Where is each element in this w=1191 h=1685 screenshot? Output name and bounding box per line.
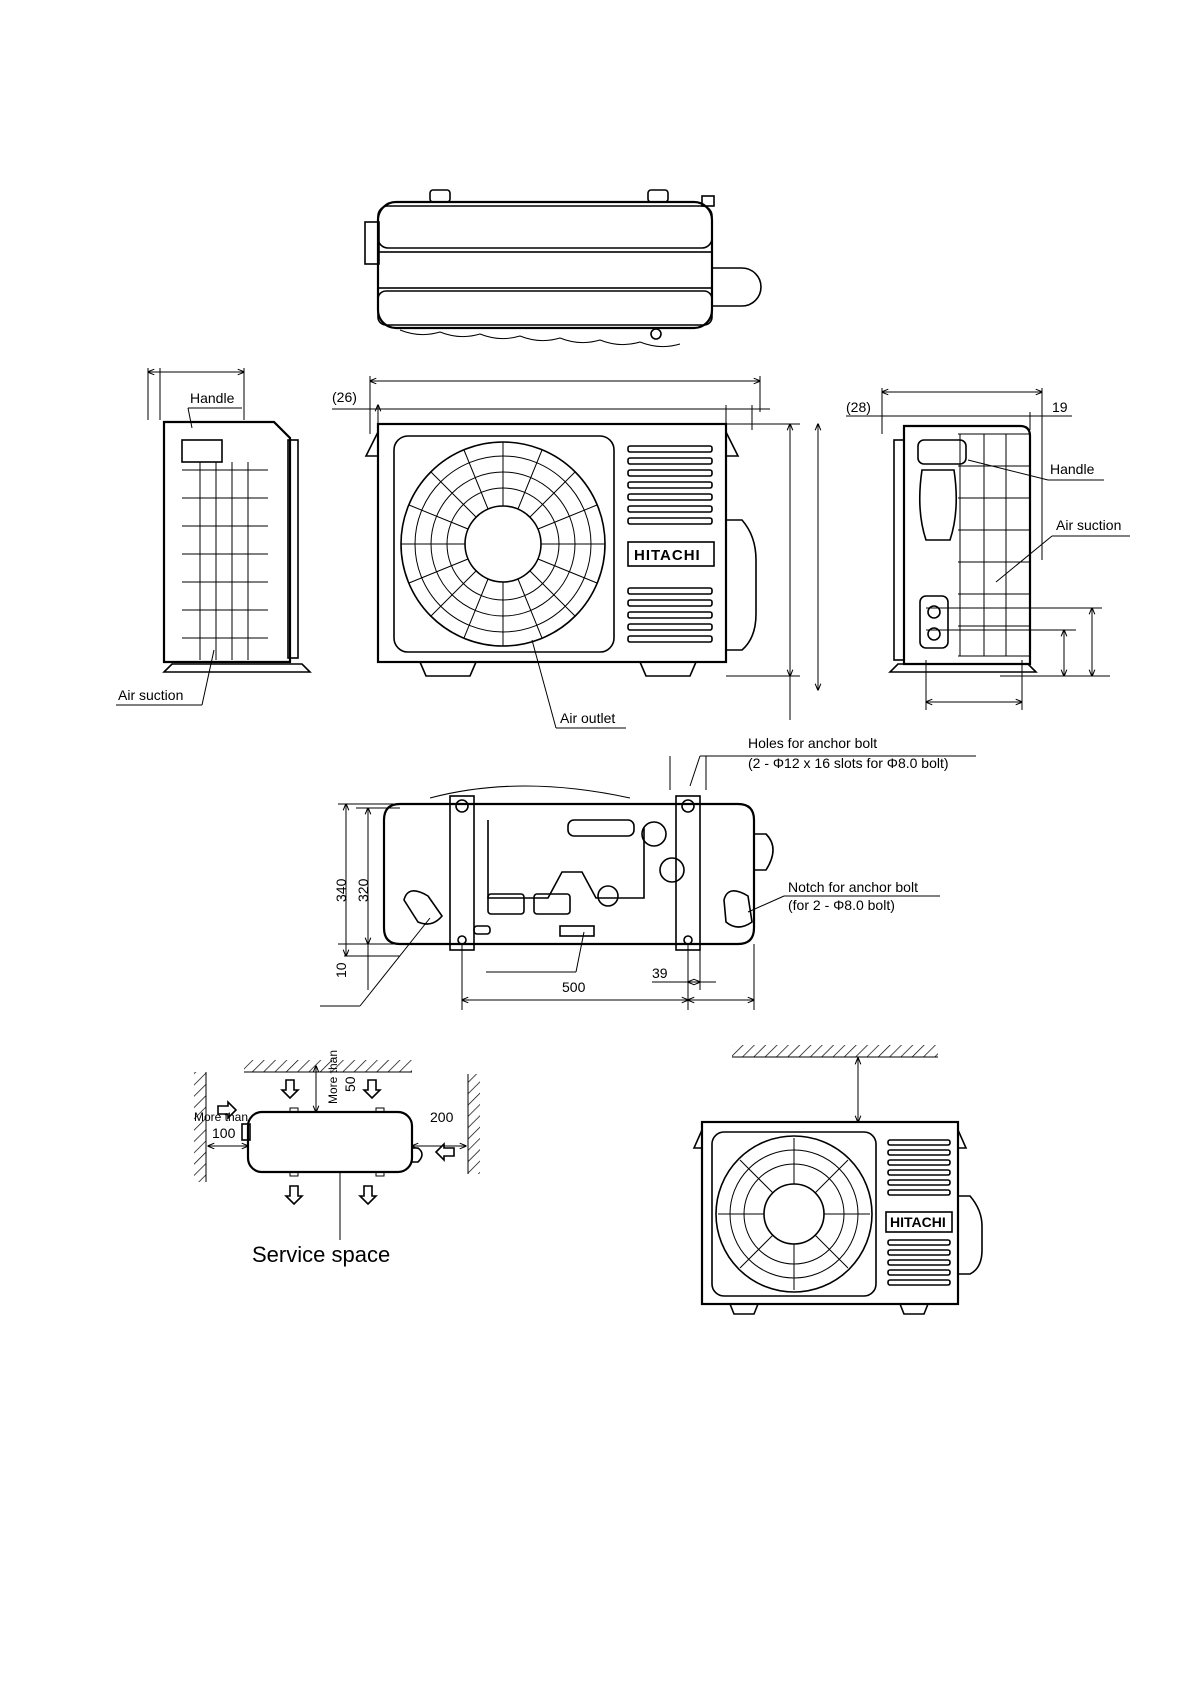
clear-right-dim: 200 <box>430 1109 454 1125</box>
air-suction-label-right: Air suction <box>1056 517 1121 533</box>
handle-label-right: Handle <box>1050 461 1095 477</box>
side-right-dim: 19 <box>1052 399 1068 415</box>
notch-detail: (for 2 - Φ8.0 bolt) <box>788 897 895 913</box>
more-than-top: More than <box>326 1050 340 1104</box>
depth-320-dim: 320 <box>355 878 371 902</box>
louvres-lower <box>628 588 712 642</box>
left-side-view: Handle Air suction <box>116 368 310 705</box>
width-500-dim: 500 <box>562 979 586 995</box>
air-suction-label-left: Air suction <box>118 687 183 703</box>
clear-top-dim: 50 <box>342 1076 358 1092</box>
more-than-left: More than <box>194 1110 248 1124</box>
front-view-clearance: HITACHI <box>694 1045 982 1314</box>
brand-logo-small: HITACHI <box>890 1214 946 1230</box>
bottom-view: Holes for anchor bolt (2 - Φ12 x 16 slot… <box>320 735 976 1010</box>
air-outlet-label: Air outlet <box>560 710 615 726</box>
louvres-upper <box>628 446 712 524</box>
service-space-plan: More than 100 More than 50 200 Service s… <box>194 1050 480 1267</box>
brand-logo-front: HITACHI <box>634 547 701 564</box>
service-space-label: Service space <box>252 1242 390 1267</box>
offset-39-dim: 39 <box>652 965 668 981</box>
front-offset-dim: (26) <box>332 389 357 405</box>
top-view <box>365 190 761 347</box>
base-10-dim: 10 <box>333 962 349 978</box>
notch-title: Notch for anchor bolt <box>788 879 918 895</box>
front-view: (26) HI <box>332 376 818 728</box>
holes-detail: (2 - Φ12 x 16 slots for Φ8.0 bolt) <box>748 755 949 771</box>
right-side-view: (28) 19 Handle Air suction <box>846 388 1130 710</box>
holes-title: Holes for anchor bolt <box>748 735 877 751</box>
clear-left-dim: 100 <box>212 1125 236 1141</box>
handle-label-left: Handle <box>190 390 235 406</box>
side-offset-dim: (28) <box>846 399 871 415</box>
depth-340-dim: 340 <box>333 878 349 902</box>
